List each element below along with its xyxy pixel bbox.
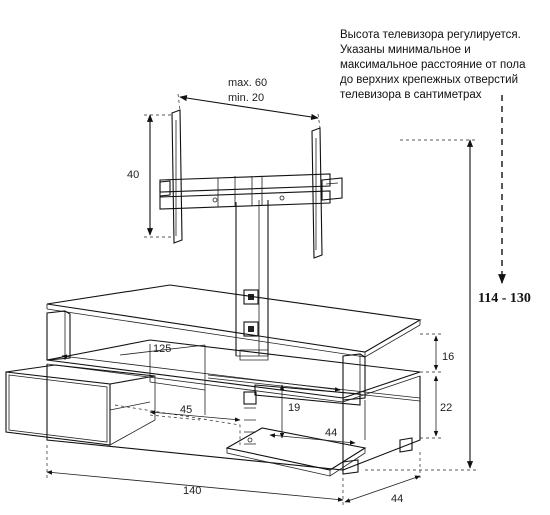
central-column	[235, 200, 269, 445]
label-min-width: min. 20	[228, 92, 264, 104]
label-total-depth: 44	[391, 493, 403, 505]
label-tv-height-range: 114 - 130	[478, 291, 531, 306]
lower-glass-shelf	[46, 339, 421, 403]
label-max-width: max. 60	[228, 77, 267, 89]
label-shelf-gap-top: 16	[442, 351, 454, 363]
label-inner-width: 45	[180, 404, 192, 416]
label-bracket-height: 40	[127, 169, 139, 181]
dimension-lines	[46, 93, 506, 505]
left-drawer	[5, 364, 156, 446]
note-line: максимальное расстояние от пола	[340, 59, 526, 71]
label-shelf-gap-bottom: 22	[440, 402, 452, 414]
height-note: Высота телевизора регулируется. Указаны …	[340, 28, 545, 103]
note-line: до верхних крепежных отверстий	[340, 74, 519, 86]
note-line: телевизора в сантиметрах	[340, 89, 482, 101]
note-line: Высота телевизора регулируется.	[340, 29, 521, 41]
label-drawer-width: 44	[325, 427, 337, 439]
note-line: Указаны минимальное и	[340, 44, 471, 56]
label-inner-depth: 19	[288, 402, 300, 414]
label-glass-width: 125	[153, 343, 171, 355]
label-total-width: 140	[183, 485, 201, 497]
tv-bracket	[159, 109, 343, 259]
top-glass-shelf	[46, 284, 422, 401]
